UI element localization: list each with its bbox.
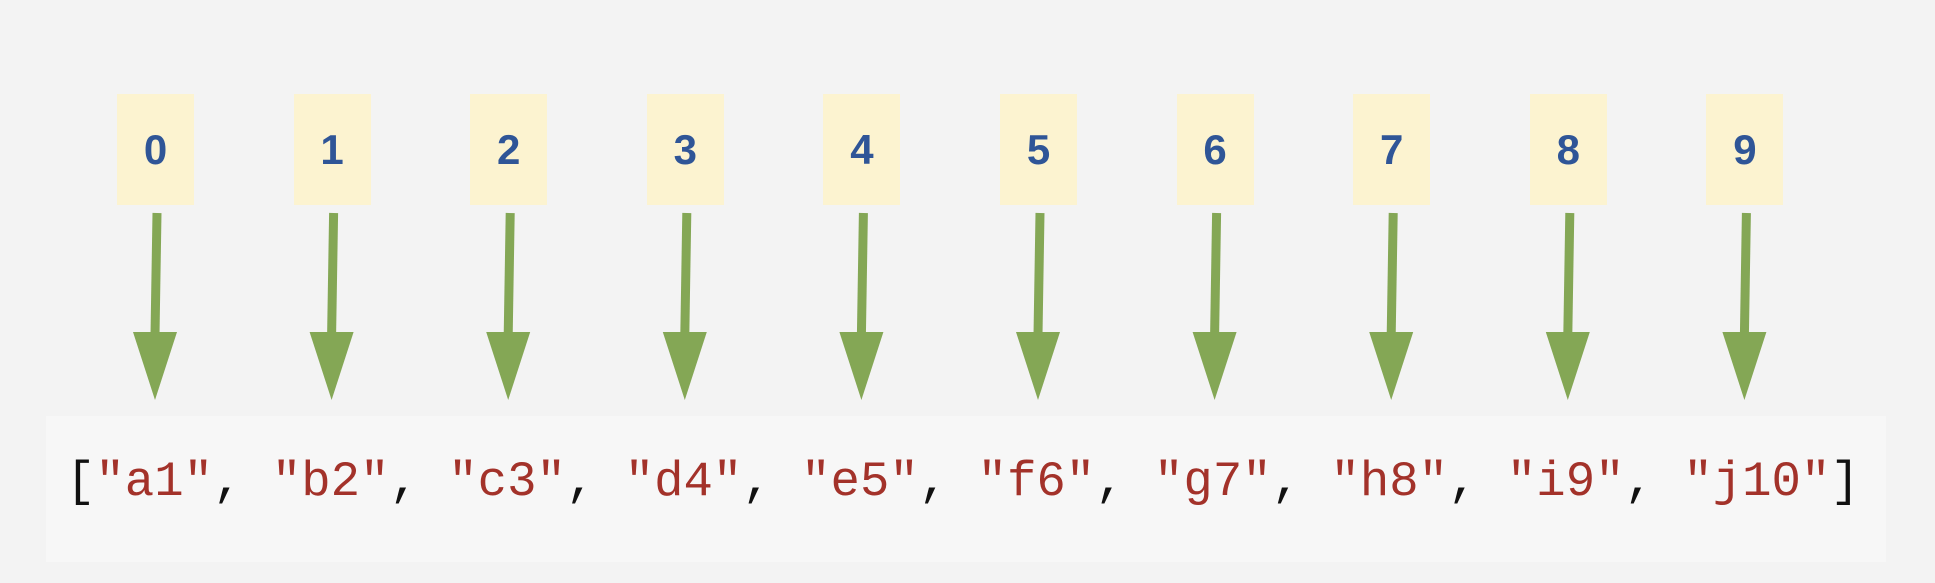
arrow-3 [662,212,707,400]
array-item-3: "d4" [624,454,743,510]
index-box-7: 7 [1353,94,1431,205]
separator: , [918,454,978,510]
index-box-3: 3 [646,94,724,205]
array-item-8: "i9" [1506,454,1625,510]
close-bracket: ] [1830,454,1860,510]
index-box-5: 5 [1000,94,1077,205]
arrow-8 [1545,212,1590,400]
index-box-0: 0 [117,94,194,205]
separator: , [213,454,272,510]
array-item-1: "b2" [271,454,390,510]
separator: , [565,454,625,510]
arrow-2 [486,212,531,400]
array-item-5: "f6" [977,454,1096,510]
index-box-1: 1 [293,94,371,205]
array-item-2: "c3" [448,454,566,510]
index-box-8: 8 [1529,94,1607,205]
arrow-4 [839,212,884,400]
array-item-6: "g7" [1154,454,1272,510]
separator: , [1095,454,1155,510]
separator: , [389,454,449,510]
separator: , [1271,454,1331,510]
arrow-0 [133,212,177,400]
index-box-6: 6 [1176,94,1254,205]
arrow-7 [1369,212,1414,400]
arrow-6 [1192,212,1237,400]
array-item-0: "a1" [95,454,214,510]
array-item-4: "e5" [801,454,919,510]
array-literal: ["a1", "b2", "c3", "d4", "e5", "f6", "g7… [66,452,1860,512]
index-box-2: 2 [470,94,548,205]
separator: , [1624,454,1684,510]
separator: , [742,454,802,510]
arrow-9 [1722,212,1767,400]
array-item-9: "j10" [1683,454,1831,510]
index-box-9: 9 [1706,94,1784,205]
array-item-7: "h8" [1330,454,1449,510]
open-bracket: [ [66,454,96,510]
arrow-1 [309,212,354,400]
code-block [46,416,1886,562]
index-box-4: 4 [823,94,901,205]
separator: , [1448,454,1507,510]
arrow-5 [1016,212,1060,400]
